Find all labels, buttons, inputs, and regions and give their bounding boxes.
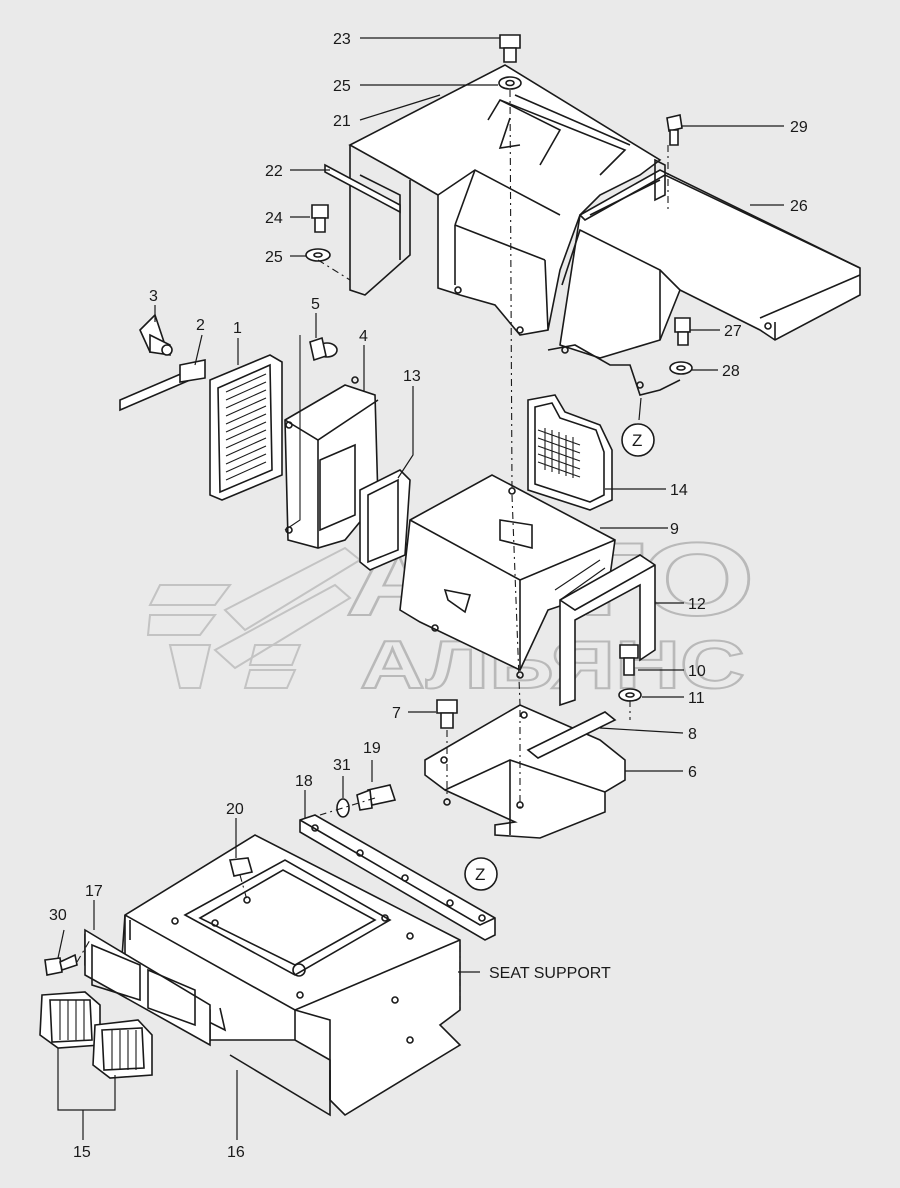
callout-26: 26 <box>790 198 808 215</box>
callout-8: 8 <box>688 726 697 743</box>
callout-4: 4 <box>359 328 368 345</box>
centerlines <box>76 89 669 1010</box>
callout-2: 2 <box>196 317 205 334</box>
callout-22: 22 <box>265 163 283 180</box>
callout-10: 10 <box>688 663 706 680</box>
callout-29: 29 <box>790 119 808 136</box>
callout-11: 11 <box>688 690 705 707</box>
filter-parts-left <box>119 313 411 571</box>
callout-14: 14 <box>670 482 688 499</box>
callout-19: 19 <box>363 740 381 757</box>
reference-marker-z-bottom-label: Z <box>475 865 485 884</box>
callout-18: 18 <box>295 773 313 790</box>
callout-labels: 23 25 21 29 22 26 24 25 3 5 2 1 4 27 28 … <box>49 31 808 1161</box>
callout-24: 24 <box>265 210 283 227</box>
fasteners-bottom <box>44 784 397 976</box>
callout-9: 9 <box>670 521 679 538</box>
callout-6: 6 <box>688 764 697 781</box>
seat-support-label: SEAT SUPPORT <box>489 965 611 982</box>
callout-28: 28 <box>722 363 740 380</box>
reference-marker-z-top: Z <box>621 423 655 457</box>
plate-17 <box>84 928 211 1047</box>
callout-25-left: 25 <box>265 249 283 266</box>
reference-marker-z-top-label: Z <box>632 431 642 450</box>
leader-lines <box>57 37 784 1140</box>
callout-17: 17 <box>85 883 103 900</box>
fasteners-top <box>305 34 693 375</box>
bracket-12 <box>559 554 656 707</box>
callout-5: 5 <box>311 296 320 313</box>
reference-marker-z-bottom: Z <box>464 857 498 891</box>
callout-25-top: 25 <box>333 78 351 95</box>
callout-3: 3 <box>149 288 158 305</box>
callout-12: 12 <box>688 596 706 613</box>
filter-14 <box>527 394 613 511</box>
callout-27: 27 <box>724 323 742 340</box>
callout-30: 30 <box>49 907 67 924</box>
watermark-line-2: АЛЬЯНС <box>360 627 745 703</box>
top-cover-assembly <box>324 64 861 396</box>
fasteners-mid <box>436 644 642 729</box>
callout-13: 13 <box>403 368 421 385</box>
filter-box-9 <box>399 474 616 679</box>
callout-31: 31 <box>333 757 351 774</box>
callout-16: 16 <box>227 1144 245 1161</box>
callout-20: 20 <box>226 801 244 818</box>
callout-23: 23 <box>333 31 351 48</box>
seat-support-assembly <box>119 834 462 1117</box>
louver-15 <box>39 991 153 1079</box>
bracket-6 <box>424 704 626 839</box>
callout-7: 7 <box>392 705 401 722</box>
callout-21: 21 <box>333 113 351 130</box>
rail-18 <box>299 814 496 941</box>
callout-1: 1 <box>233 320 242 337</box>
callout-15: 15 <box>73 1144 91 1161</box>
